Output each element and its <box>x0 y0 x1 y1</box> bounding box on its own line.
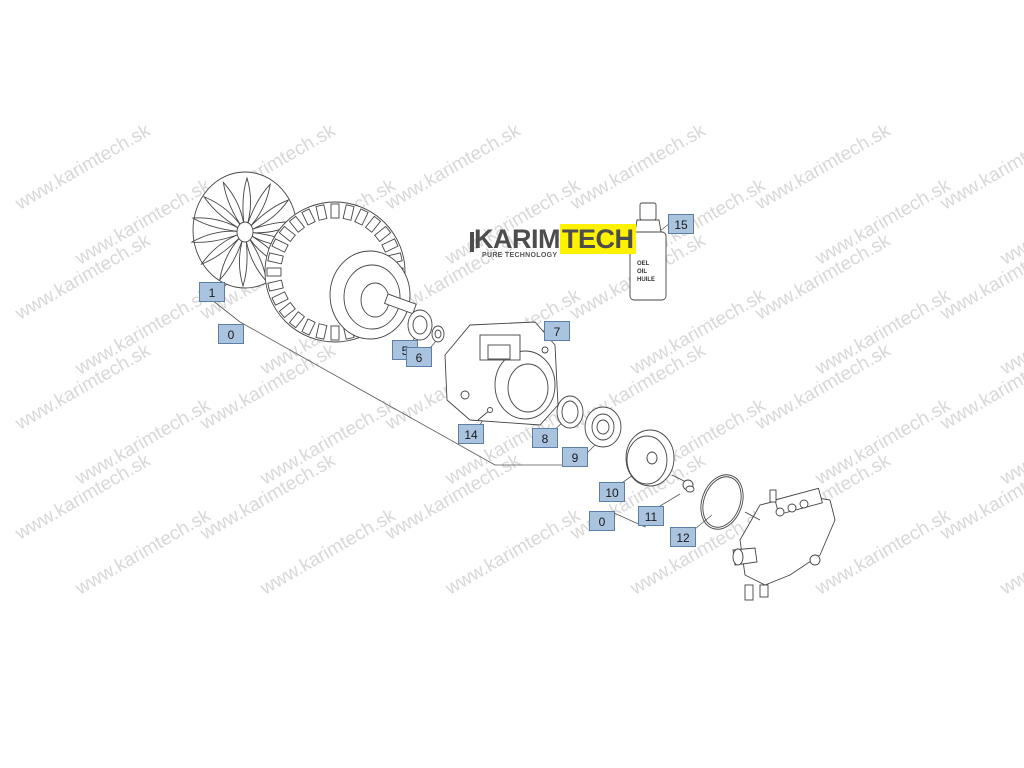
o-ring-12 <box>700 474 744 530</box>
karimtech-logo: KARIMTECH PURE TECHNOLOGY <box>470 222 636 266</box>
watermark-text: www.karimtech.sk <box>441 505 584 600</box>
callout-14[interactable]: 14 <box>458 424 484 444</box>
motor-part <box>264 201 417 343</box>
logo-wordmark: KARIMTECH <box>474 224 636 255</box>
logo-bar <box>470 232 474 252</box>
callout-12[interactable]: 12 <box>670 527 696 547</box>
watermark-text: www.karimtech.sk <box>751 120 894 215</box>
watermark-text: www.karimtech.sk <box>811 175 954 270</box>
watermark-text: www.karimtech.sk <box>936 120 1024 215</box>
callout-15[interactable]: 15 <box>668 214 694 234</box>
callout-1[interactable]: 1 <box>199 282 225 302</box>
callout-0-pump[interactable]: 0 <box>589 511 615 531</box>
housing-7 <box>444 321 559 426</box>
logo-tagline: PURE TECHNOLOGY <box>482 252 558 259</box>
callout-10[interactable]: 10 <box>599 482 625 502</box>
watermark-text: www.karimtech.sk <box>11 120 154 215</box>
bottle-label-line3: HUILE <box>637 277 655 283</box>
callout-9[interactable]: 9 <box>562 447 588 467</box>
bearing-9 <box>584 406 622 448</box>
callout-7[interactable]: 7 <box>544 321 570 341</box>
watermark-text: www.karimtech.sk <box>811 285 954 380</box>
watermark-text: www.karimtech.sk <box>566 120 709 215</box>
watermark-text: www.karimtech.sk <box>996 395 1024 490</box>
screw-14 <box>477 407 493 421</box>
callout-11[interactable]: 11 <box>638 506 664 526</box>
watermark-text: www.karimtech.sk <box>256 395 399 490</box>
watermark-text: www.karimtech.sk <box>256 505 399 600</box>
seal-6 <box>431 325 445 343</box>
watermark-text: www.karimtech.sk <box>71 285 214 380</box>
pump-head <box>732 487 836 601</box>
watermark-text: www.karimtech.sk <box>71 505 214 600</box>
watermark-text: www.karimtech.sk <box>811 395 954 490</box>
oil-bottle-15: OEL OIL HUILE <box>629 202 667 301</box>
watermark-text: www.karimtech.sk <box>996 175 1024 270</box>
bolt-11 <box>671 474 695 493</box>
watermark-text: www.karimtech.sk <box>381 120 524 215</box>
bottle-label-line1: OEL <box>637 261 650 267</box>
watermark-text: www.karimtech.sk <box>996 505 1024 600</box>
logo-word-tech: TECH <box>560 224 636 254</box>
logo-word-karim: KARIM <box>474 224 561 254</box>
watermark-text: www.karimtech.sk <box>71 395 214 490</box>
watermark-text: www.karimtech.sk <box>996 285 1024 380</box>
callout-8[interactable]: 8 <box>532 428 558 448</box>
bottle-label-line2: OIL <box>637 269 647 275</box>
callout-0-motor[interactable]: 0 <box>218 324 244 344</box>
swash-plate-10 <box>625 429 675 487</box>
bearing-5 <box>407 309 433 341</box>
callout-6[interactable]: 6 <box>406 347 432 367</box>
seal-8 <box>556 395 584 429</box>
